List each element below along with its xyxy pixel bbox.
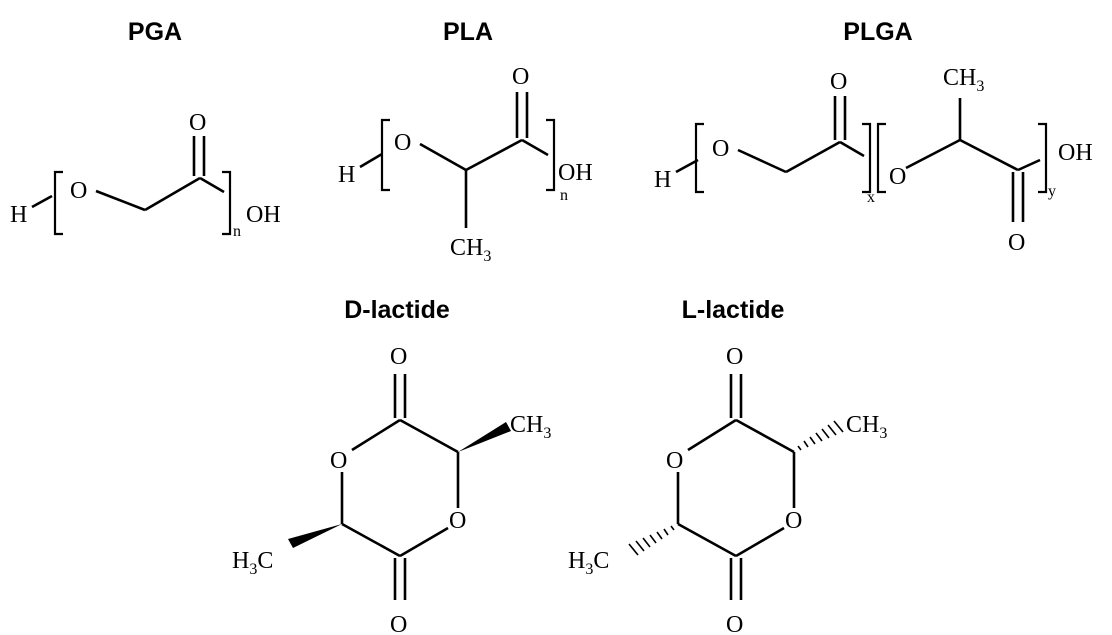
plga-right-bracket-x <box>862 122 872 194</box>
d-lactide-wedge-bond <box>288 524 342 548</box>
d-lactide-structure: D-lactide O O O O CH3 H3C <box>232 296 551 635</box>
l-lactide-title: L-lactide <box>682 296 785 324</box>
pga-bond <box>144 176 201 212</box>
pga-ether-o: O <box>70 178 87 204</box>
l-lactide-ring-bond <box>735 526 785 558</box>
plga-left-bracket-y <box>876 122 886 194</box>
plga-ether-o2: O <box>889 164 906 190</box>
plga-carbonyl-o1: O <box>830 69 847 95</box>
pla-repeat-n: n <box>560 187 568 204</box>
plga-bond <box>1017 158 1041 172</box>
pla-title: PLA <box>443 18 493 46</box>
pga-right-bracket <box>222 170 232 236</box>
l-lactide-ring-bond <box>677 522 737 558</box>
pla-methyl: CH3 <box>450 235 491 265</box>
pga-title: PGA <box>128 18 182 46</box>
d-lactide-ring-bond <box>399 418 459 454</box>
d-lactide-carbonyl-o-top: O <box>390 344 407 370</box>
plga-methyl: CH3 <box>943 65 984 95</box>
pga-bond <box>95 189 146 212</box>
pla-bond <box>359 152 383 169</box>
plga-carbonyl-o2: O <box>1008 230 1025 256</box>
plga-bond <box>737 148 787 174</box>
d-lactide-ring-o-right: O <box>449 508 466 534</box>
d-lactide-ring-bond <box>399 526 449 558</box>
l-lactide-methyl: CH3 <box>846 412 887 442</box>
plga-bond <box>905 138 961 170</box>
d-lactide-ring-bond <box>351 418 401 452</box>
pla-bond <box>465 138 523 172</box>
plga-repeat-x: x <box>867 189 875 206</box>
l-lactide-methyl-left: H3C <box>568 548 609 578</box>
l-lactide-ring-o-right: O <box>785 508 802 534</box>
pla-structure: PLA H O CH3 O OH n <box>338 18 593 265</box>
plga-bond <box>959 138 1019 172</box>
pga-structure: PGA H O O n OH <box>10 18 281 240</box>
d-lactide-title: D-lactide <box>344 296 450 324</box>
plga-oh: OH <box>1058 140 1093 166</box>
l-lactide-structure: L-lactide O O O O CH3 <box>568 296 887 635</box>
plga-bond <box>785 140 841 174</box>
pla-left-bracket <box>380 118 390 192</box>
d-lactide-carbonyl-o-bottom: O <box>390 612 407 635</box>
pla-right-bracket <box>546 118 556 192</box>
pga-bond <box>31 194 53 209</box>
pla-bond <box>419 142 467 172</box>
pga-left-bracket <box>53 170 63 236</box>
plga-bond <box>675 158 699 174</box>
l-lactide-carbonyl-o-bottom: O <box>726 612 743 635</box>
pla-carbonyl-o: O <box>512 64 529 90</box>
plga-ether-o1: O <box>712 136 729 162</box>
pga-oh: OH <box>246 202 281 228</box>
pga-h-atom: H <box>10 202 27 228</box>
l-lactide-ring-bond <box>735 418 795 454</box>
plga-h-atom: H <box>654 167 671 193</box>
pga-bond <box>199 176 225 194</box>
d-lactide-methyl: CH3 <box>510 412 551 442</box>
plga-bond <box>839 140 865 158</box>
pla-h-atom: H <box>338 162 355 188</box>
plga-structure: PLGA H O O x O CH3 O y OH <box>654 18 1093 256</box>
pla-oh: OH <box>558 160 593 186</box>
pga-repeat-n: n <box>233 223 241 240</box>
plga-left-bracket-x <box>694 122 704 194</box>
d-lactide-ring-bond <box>341 522 401 558</box>
l-lactide-ring-o-left: O <box>666 448 683 474</box>
l-lactide-ring-bond <box>687 418 737 452</box>
pla-ether-o: O <box>394 130 411 156</box>
plga-title: PLGA <box>843 18 912 46</box>
d-lactide-wedge-bond <box>458 422 511 452</box>
l-lactide-hash-bond <box>797 420 844 451</box>
pga-carbonyl-o: O <box>189 110 206 136</box>
d-lactide-ring-o-left: O <box>330 448 347 474</box>
plga-right-bracket-y <box>1038 122 1048 194</box>
l-lactide-hash-bond <box>628 525 675 556</box>
l-lactide-carbonyl-o-top: O <box>726 344 743 370</box>
pla-bond <box>521 138 549 157</box>
d-lactide-methyl-left: H3C <box>232 548 273 578</box>
plga-repeat-y: y <box>1048 183 1056 200</box>
